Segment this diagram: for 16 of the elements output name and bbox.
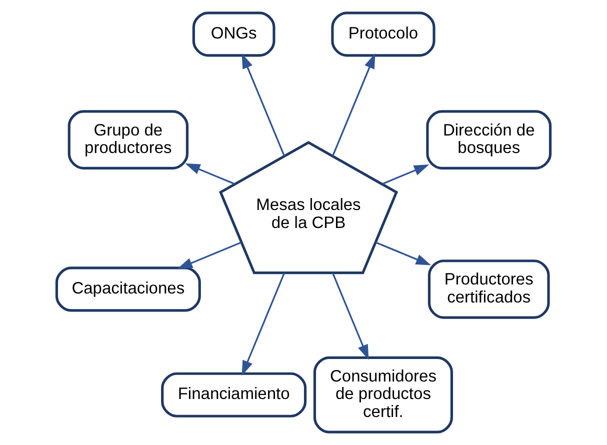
arrow bbox=[332, 272, 369, 360]
node-box: Dirección de bosques bbox=[426, 110, 552, 170]
node-box: Capacitaciones bbox=[55, 266, 201, 312]
arrow bbox=[382, 164, 430, 185]
arrow bbox=[332, 53, 376, 156]
arrow bbox=[375, 242, 432, 266]
node-box: Grupo de productores bbox=[68, 110, 189, 170]
arrow bbox=[242, 53, 286, 156]
node-box: Productores certificados bbox=[428, 260, 550, 319]
node-box: ONGs bbox=[192, 12, 276, 57]
arrow bbox=[242, 272, 286, 376]
node-box: Protocolo bbox=[331, 12, 436, 57]
arrow bbox=[177, 242, 242, 269]
node-box: Financiamiento bbox=[161, 372, 307, 418]
arrow bbox=[185, 163, 235, 185]
node-box: Consumidores de productos certif. bbox=[313, 356, 454, 434]
